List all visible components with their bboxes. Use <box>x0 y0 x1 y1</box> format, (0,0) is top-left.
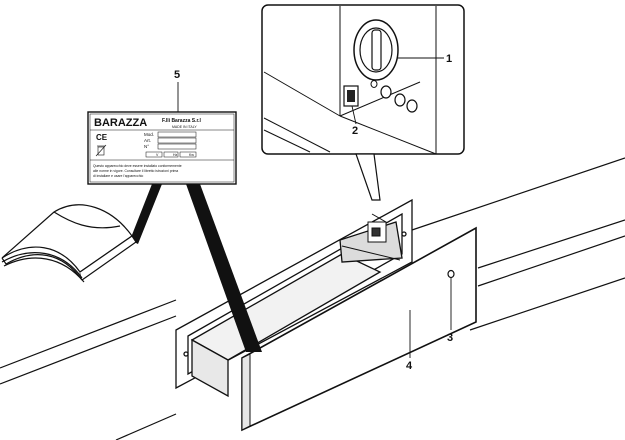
ce-mark: CE <box>96 133 108 142</box>
cabinet-lines <box>0 157 625 440</box>
plate-field-n: N° <box>144 144 149 149</box>
plate-made-in: MADE IN ITALY <box>172 125 197 129</box>
plate-logo: BARAZZA <box>94 117 147 129</box>
plate-field-art: Art. <box>144 138 151 143</box>
weee-bin-icon <box>95 144 107 157</box>
plate-notice-line1: Questo apparecchio deve essere installat… <box>93 164 182 168</box>
plate-field-kw: Kw <box>189 153 194 157</box>
drawer-front-panel <box>241 226 477 432</box>
plate-notice-line3: di installare e usare l'apparecchio <box>93 174 143 178</box>
plate-company: F.lli Barazza S.r.l <box>162 118 202 124</box>
manual-leader <box>130 184 162 244</box>
rating-plate-leader <box>186 184 262 352</box>
callout-3: 3 <box>447 332 453 344</box>
callout-2: 2 <box>352 125 358 137</box>
plate-field-v: V <box>156 153 159 157</box>
callout-5: 5 <box>174 69 180 81</box>
plate-notice-line2: alle norme in vigore. Consultare il libr… <box>93 169 178 173</box>
push-pull-button <box>447 269 455 279</box>
plate-field-hz: Hz <box>173 153 178 157</box>
callout-4: 4 <box>406 360 413 372</box>
detail-inset <box>261 4 465 201</box>
callout-1: 1 <box>446 53 452 65</box>
rating-plate: BARAZZA F.lli Barazza S.r.l MADE IN ITAL… <box>87 111 237 185</box>
connector-detail <box>367 213 387 243</box>
plate-field-mod: Mod. <box>144 132 154 137</box>
leader-lines <box>177 57 452 358</box>
instruction-manual-icon <box>1 204 137 283</box>
